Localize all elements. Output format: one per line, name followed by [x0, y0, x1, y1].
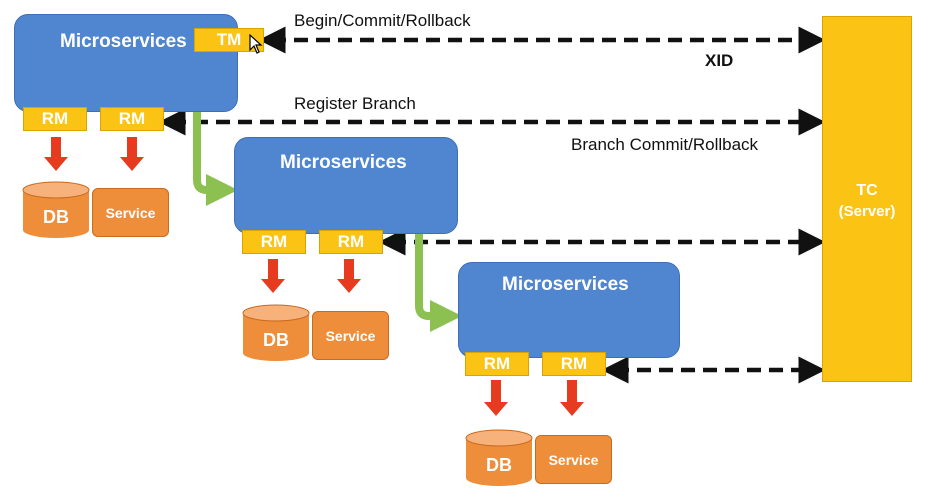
- red-arrow-db-3: [484, 380, 508, 416]
- service-box-2: Service: [312, 311, 389, 360]
- label-register-branch: Register Branch: [294, 94, 416, 113]
- red-arrow-svc-3: [560, 380, 584, 416]
- microservice-box-3: Microservices: [458, 262, 680, 358]
- flow-arrow-2: [415, 228, 462, 332]
- tc-title: TC: [856, 182, 878, 199]
- db-cylinder-1: [22, 181, 90, 238]
- service-box-3: Service: [535, 435, 612, 484]
- tc-subtitle: (Server): [838, 203, 896, 220]
- mouse-cursor-icon: [249, 34, 263, 54]
- red-arrow-db-1: [44, 137, 68, 171]
- red-arrow-db-2: [261, 259, 285, 293]
- microservice-title-3: Microservices: [502, 274, 629, 295]
- rm-tag-2a: RM: [242, 230, 306, 254]
- red-arrow-svc-1: [120, 137, 144, 171]
- db-label-1: DB: [43, 206, 69, 227]
- label-xid: XID: [705, 51, 734, 70]
- tc-server: TC (Server): [822, 16, 912, 382]
- rm-tag-1b: RM: [100, 107, 164, 131]
- db-cylinder-3: [465, 429, 533, 486]
- db-cylinders: [22, 181, 533, 486]
- flow-arrow-1: [193, 104, 238, 206]
- db-label-2: DB: [263, 329, 289, 350]
- microservice-title-1: Microservices: [60, 31, 187, 52]
- microservice-title-2: Microservices: [280, 152, 407, 173]
- label-branch-commit-rollback: Branch Commit/Rollback: [571, 135, 759, 154]
- red-arrows: [44, 137, 584, 416]
- rm-tag-1a: RM: [23, 107, 87, 131]
- service-box-1: Service: [92, 188, 169, 237]
- label-begin-commit-rollback: Begin/Commit/Rollback: [294, 11, 471, 30]
- rm-tag-3b: RM: [542, 352, 606, 376]
- db-label-3: DB: [486, 454, 512, 475]
- rm-tag-2b: RM: [319, 230, 383, 254]
- red-arrow-svc-2: [337, 259, 361, 293]
- microservice-box-2: Microservices: [234, 137, 458, 234]
- db-cylinder-2: [242, 304, 310, 361]
- rm-tag-3a: RM: [465, 352, 529, 376]
